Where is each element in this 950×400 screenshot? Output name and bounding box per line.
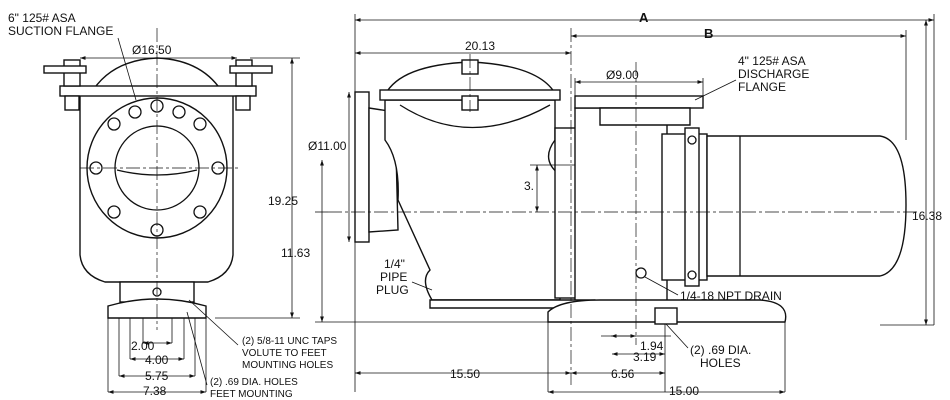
motor-body [706,135,907,277]
dia-11-00-label: Ø11.00 [308,139,347,153]
npt-drain-label: 1/4-18 NPT DRAIN [680,289,782,303]
discharge-flange-label-line3: FLANGE [738,80,787,94]
dim-16-38-label: 16.38 [912,209,943,223]
discharge-flange-label-line2: DISCHARGE [738,67,810,81]
suction-flange-leader [117,37,137,101]
dim-15-00-label: 15.00 [669,384,700,398]
dia-16-50-label: Ø16.50 [132,43,172,57]
pipe-plug-label-line2: PIPE [380,270,408,284]
dia-holes-label-line2: HOLES [700,356,741,370]
dim-19-25-label: 19.25 [268,194,299,208]
lid-clamp-arm-left [43,65,87,74]
dim-6-56-label: 6.56 [611,367,635,381]
front-view [43,28,300,394]
feet-holes-note-line2: FEET MOUNTING [210,389,293,400]
dim-a-label: A [639,10,649,25]
discharge-flange-label-line1: 4" 125# ASA [738,54,806,68]
unc-taps-note-line1: (2) 5/8-11 UNC TAPS [242,336,338,347]
pipe-plug-label-line3: PLUG [376,283,409,297]
dim-b-label: B [704,26,714,41]
foot-bolt [654,307,678,325]
dim-7-38-label: 7.38 [143,384,167,398]
side-view [315,14,935,394]
dim-1-94-label: 1.94 [640,339,664,353]
suction-flange-label-line2: SUCTION FLANGE [8,24,114,38]
feet-holes-note-line1: (2) .69 DIA. HOLES [210,377,298,388]
dim-4-00-label: 4.00 [145,353,169,367]
dim-5-75-label: 5.75 [145,369,169,383]
front-view-cover-plate [59,85,257,97]
dim-3-19-label: 3.19 [633,350,657,364]
pipe-plug-label-line1: 1/4" [384,257,405,271]
lid-clamp-arm-right [229,65,273,74]
dia-9-00-label: Ø9.00 [606,68,639,82]
lid-nut-right [235,95,251,111]
unc-taps-note-line3: MOUNTING HOLES [242,360,334,371]
dim-15-50-label: 15.50 [450,367,481,381]
side-suction-flange [354,91,370,243]
dim-20-13-label: 20.13 [465,39,496,53]
dim-2-00-label: 2.00 [131,339,155,353]
dim-3-label: 3. [524,179,535,193]
dia-holes-label-line1: (2) .69 DIA. [690,343,752,357]
dim-11-63-label: 11.63 [281,246,311,260]
unc-taps-note-line2: VOLUTE TO FEET [242,348,327,359]
discharge-flange [574,95,704,109]
lid-nut-left [64,95,80,111]
suction-flange-label-line1: 6" 125# ASA [8,11,76,25]
strainer-housing [384,99,561,301]
pump-volute [574,107,668,309]
